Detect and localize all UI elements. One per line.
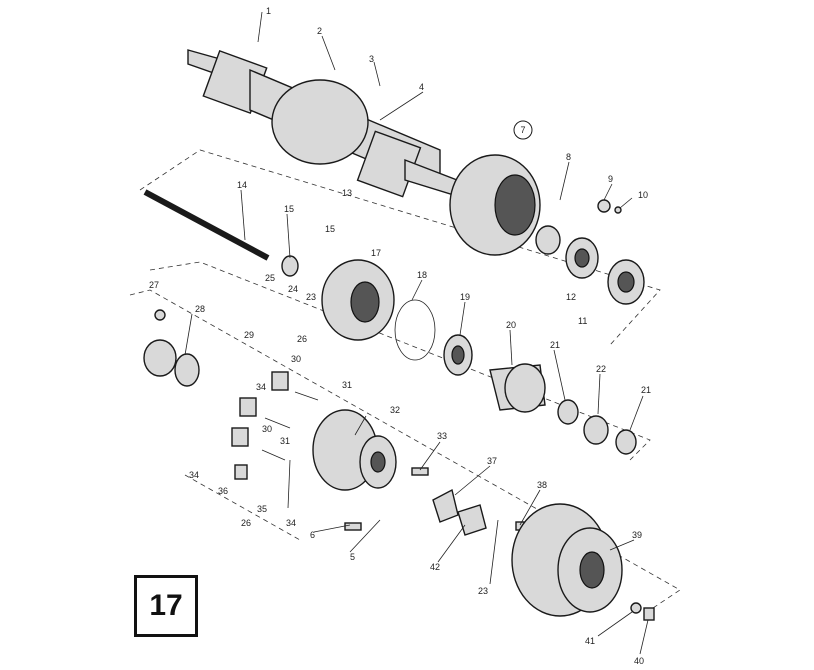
- callout-3: 3: [369, 54, 374, 64]
- callout-6: 6: [310, 530, 315, 540]
- callout-28: 28: [195, 304, 205, 314]
- callout-30a: 30: [291, 354, 301, 364]
- callout-32: 32: [390, 405, 400, 415]
- callout-31b: 31: [280, 436, 290, 446]
- callout-37: 37: [487, 456, 497, 466]
- callout-13: 13: [342, 188, 352, 198]
- callout-15b: 15: [325, 224, 335, 234]
- callout-30b: 30: [262, 424, 272, 434]
- callout-8: 8: [566, 152, 571, 162]
- callout-26b: 26: [241, 518, 251, 528]
- callout-1: 1: [266, 6, 271, 16]
- callout-12: 12: [566, 292, 576, 302]
- axle-shaft: [143, 189, 299, 277]
- callout-34a: 34: [256, 382, 266, 392]
- inner-bearings: [535, 199, 645, 305]
- brake-drum: [511, 503, 655, 621]
- callout-20: 20: [506, 320, 516, 330]
- callout-21b: 21: [641, 385, 651, 395]
- callout-21a: 21: [550, 340, 560, 350]
- callout-11: 11: [578, 316, 587, 326]
- callout-29: 29: [244, 330, 254, 340]
- callout-40: 40: [634, 656, 644, 666]
- callout-24: 24: [288, 284, 298, 294]
- brackets: [432, 488, 525, 536]
- callout-26a: 26: [297, 334, 307, 344]
- callout-42: 42: [430, 562, 440, 572]
- assembly-guide-lines: [129, 149, 681, 611]
- callout-9: 9: [608, 174, 613, 184]
- axle-housing: [187, 49, 471, 201]
- callout-labels: 1 2 3 4 8 9 10 13 14 15 15 17 18 19 20 2…: [149, 6, 651, 666]
- figure-number-box: 17: [134, 575, 198, 637]
- callout-38: 38: [537, 480, 547, 490]
- callout-18: 18: [417, 270, 427, 280]
- callout-39: 39: [632, 530, 642, 540]
- callout-23b: 23: [478, 586, 488, 596]
- callout-23a: 23: [306, 292, 316, 302]
- outer-hub: [312, 409, 429, 531]
- callout-19: 19: [460, 292, 470, 302]
- callout-33: 33: [437, 431, 447, 441]
- callout-31a: 31: [342, 380, 352, 390]
- callout-10: 10: [638, 190, 648, 200]
- callout-34c: 34: [286, 518, 296, 528]
- callout-25: 25: [265, 273, 275, 283]
- callout-14: 14: [237, 180, 247, 190]
- callout-4: 4: [419, 82, 424, 92]
- callout-15a: 15: [284, 204, 294, 214]
- callout-35: 35: [257, 504, 267, 514]
- wheel-hub: [321, 259, 473, 376]
- callout-34b: 34: [189, 470, 199, 480]
- callout-41: 41: [585, 636, 595, 646]
- callout-17: 17: [371, 248, 381, 258]
- planet-gears: [143, 309, 319, 480]
- leader-lines: [184, 11, 649, 655]
- planetary-carrier: [489, 363, 637, 455]
- callout-27: 27: [149, 280, 159, 290]
- figure-number: 17: [149, 589, 183, 622]
- sub-assembly-marker: 7: [513, 120, 533, 140]
- callout-22: 22: [596, 364, 606, 374]
- sub-assembly-number: 7: [520, 125, 525, 135]
- callout-5: 5: [350, 552, 355, 562]
- brake-backing-plate: [449, 154, 541, 256]
- callout-2: 2: [317, 26, 322, 36]
- callout-36: 36: [218, 486, 228, 496]
